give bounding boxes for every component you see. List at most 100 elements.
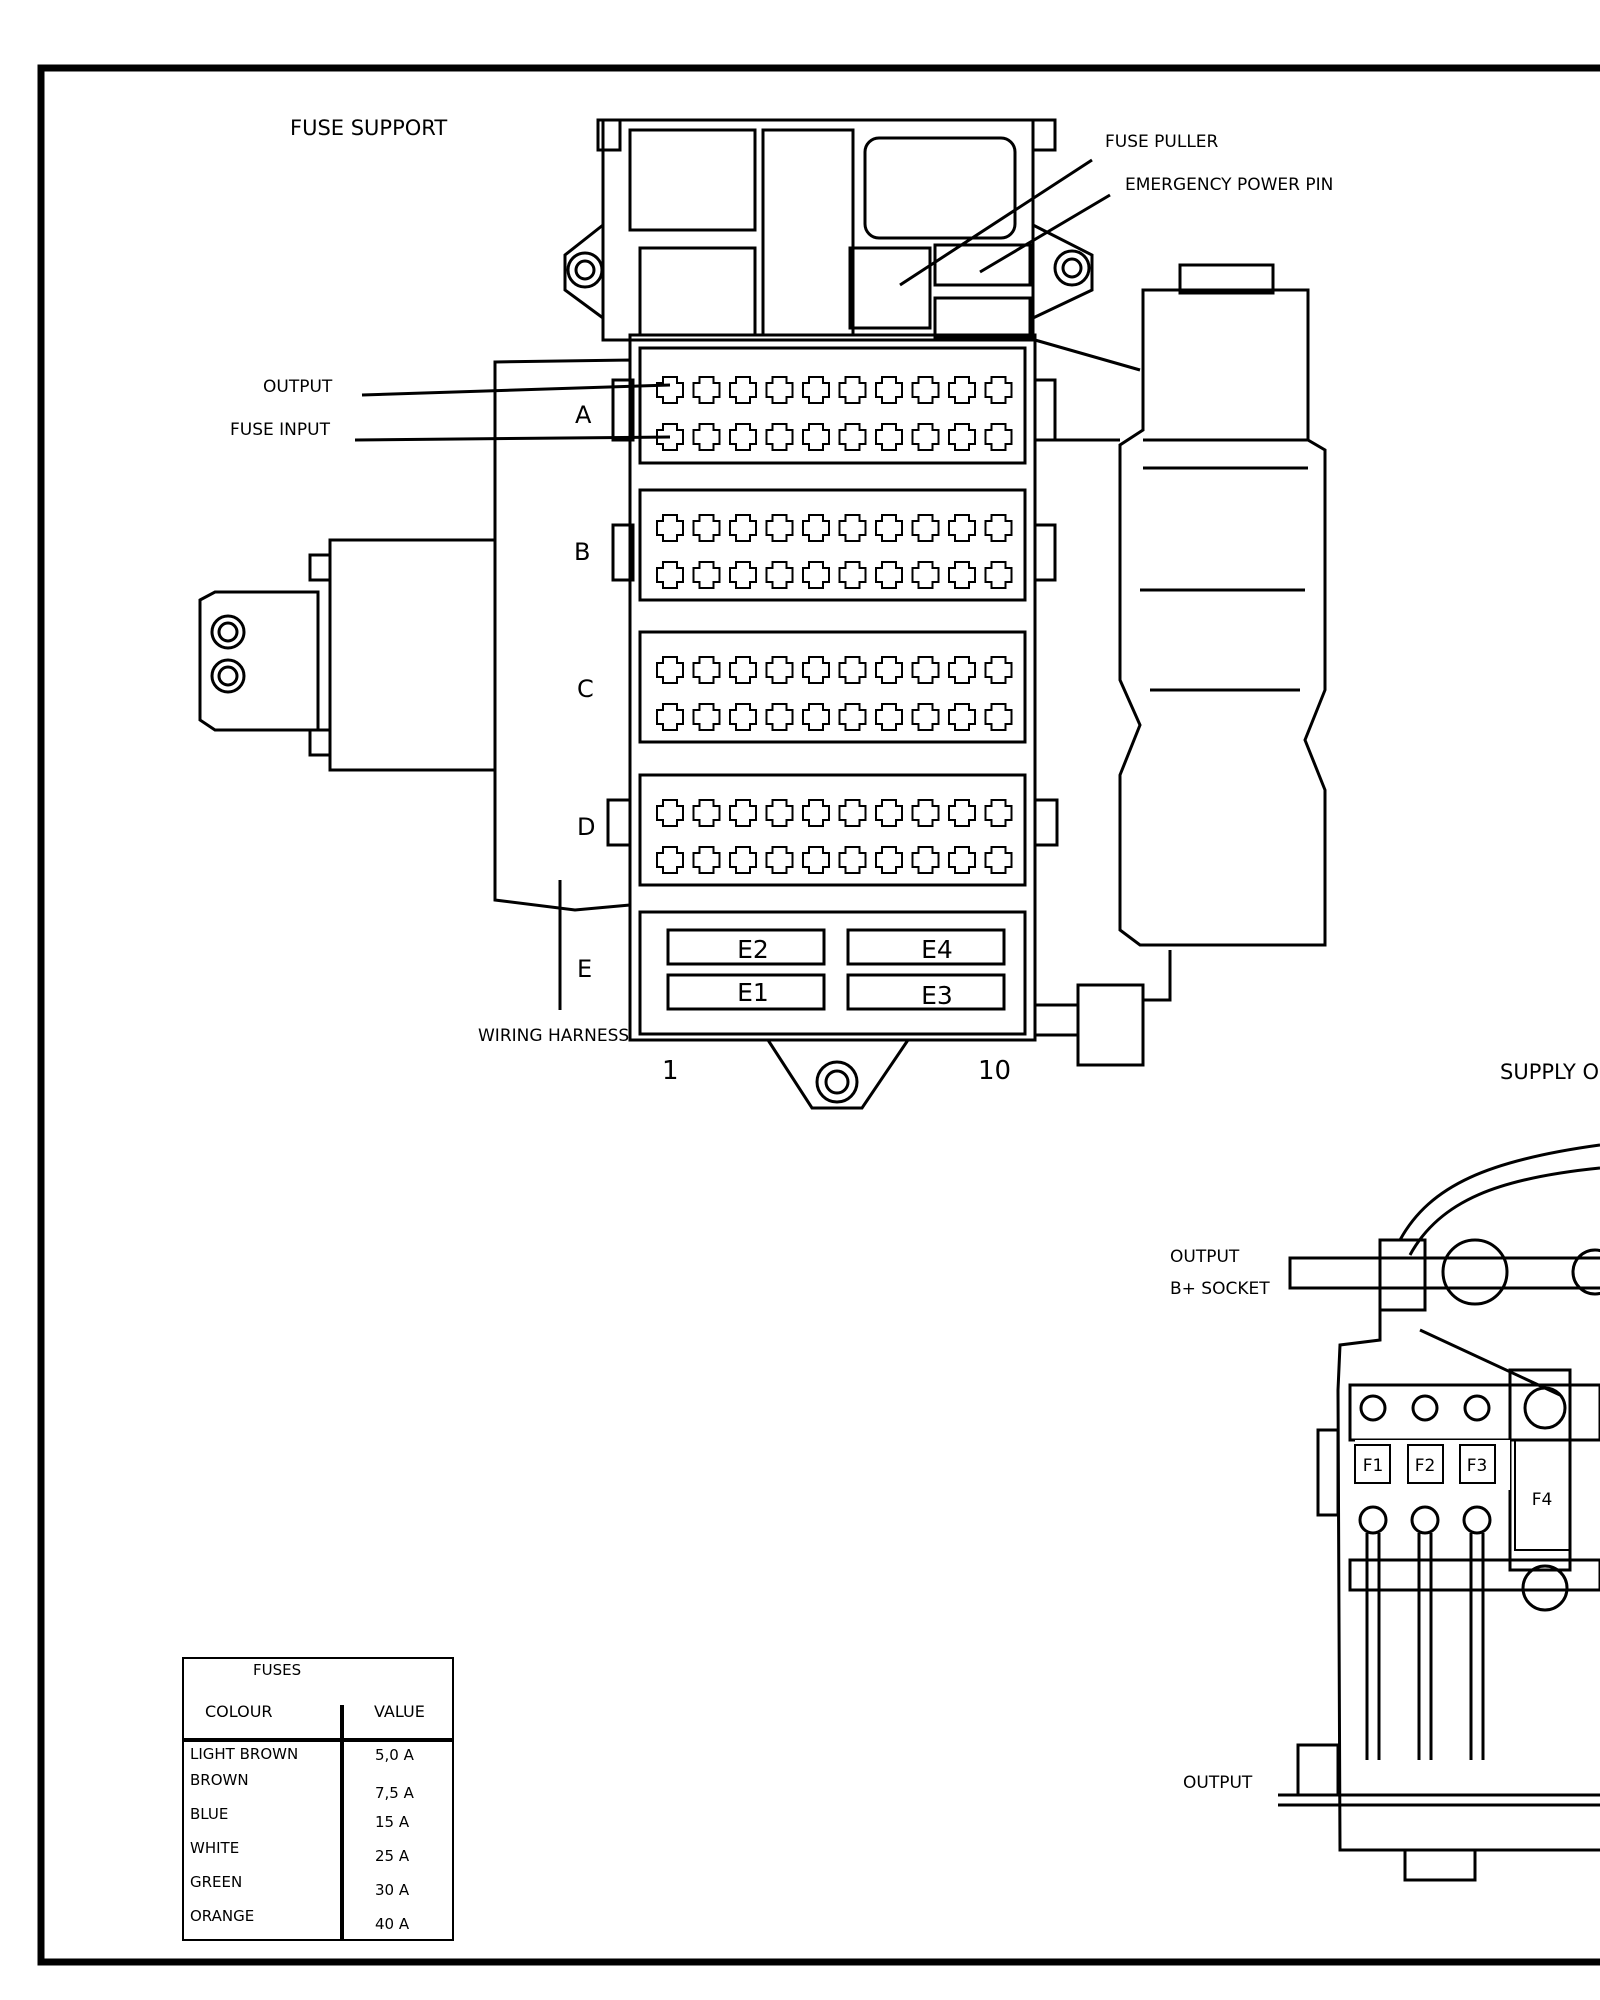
supply-drawing — [1278, 1143, 1600, 1882]
fuse-slot — [802, 656, 830, 684]
row-label-a: A — [575, 401, 592, 429]
terminal-eyelet — [1410, 1505, 1440, 1535]
fuse-slot — [875, 703, 903, 731]
fuse-slot — [729, 423, 757, 451]
fuse-e2-label: E2 — [737, 935, 769, 964]
fuse-colour-cell: WHITE — [190, 1839, 239, 1857]
fuse-slot — [838, 656, 867, 684]
fuse-slot — [984, 423, 1013, 451]
fuse-value-cell: 5,0 A — [375, 1746, 415, 1764]
fuse-table-header-colour: COLOUR — [205, 1702, 273, 1721]
fuse-slot — [948, 376, 976, 404]
fuse-slot — [656, 703, 684, 731]
fuse-puller-label: FUSE PULLER — [1105, 132, 1219, 152]
fuse-slot — [984, 514, 1013, 542]
fuse-slot — [656, 514, 684, 542]
fuse-slot — [984, 376, 1013, 404]
fuse-slot — [838, 423, 867, 451]
row-label-b: B — [574, 538, 590, 566]
fuse-slot — [729, 703, 757, 731]
terminal-lead — [1365, 1533, 1381, 1760]
fuse-slot — [911, 514, 940, 542]
fuse-slot — [948, 799, 976, 827]
fuse-slot — [802, 799, 830, 827]
supply-fuse-boxes — [1354, 1439, 1571, 1551]
fuse-slot — [911, 656, 940, 684]
fuse-slot — [911, 846, 940, 874]
row-e-fuses — [666, 928, 1006, 1011]
supply-title: SUPPLY O — [1500, 1060, 1599, 1084]
fuse-slot-grid — [656, 376, 1013, 874]
fuse-slot — [692, 656, 721, 684]
fuse-slot — [729, 376, 757, 404]
fuse-slot — [875, 656, 903, 684]
fuse-slot — [984, 846, 1013, 874]
fuse-slot — [911, 561, 940, 589]
terminal-nut — [1411, 1394, 1439, 1422]
terminal-eyelet — [1358, 1505, 1388, 1535]
fuse-slot — [802, 703, 830, 731]
fuse-slot — [984, 561, 1013, 589]
fuse-slot — [948, 561, 976, 589]
fuse-e3-label: E3 — [921, 981, 953, 1010]
fuse-slot — [802, 846, 830, 874]
fuse-slot — [765, 561, 794, 589]
fuse-input-label: FUSE INPUT — [230, 420, 331, 440]
fuse-slot — [729, 799, 757, 827]
fuse-slot — [875, 846, 903, 874]
fuse-f2-label: F2 — [1415, 1456, 1436, 1476]
terminal-nut — [1359, 1394, 1387, 1422]
terminal-eyelet — [1462, 1505, 1492, 1535]
fuse-slot — [875, 799, 903, 827]
page-border — [37, 64, 1600, 1966]
fuse-f4-label: F4 — [1532, 1490, 1553, 1510]
fuse-slot — [802, 423, 830, 451]
fuse-slot — [875, 376, 903, 404]
fuse-slot — [656, 799, 684, 827]
fuse-slot — [838, 846, 867, 874]
fuse-slot — [802, 514, 830, 542]
fuse-slot — [802, 561, 830, 589]
row-label-d: D — [577, 813, 595, 841]
fuse-slot — [656, 561, 684, 589]
fuse-slot — [692, 799, 721, 827]
terminal-lead — [1417, 1533, 1433, 1760]
b-plus-socket-label: B+ SOCKET — [1170, 1279, 1270, 1299]
fuse-slot — [729, 514, 757, 542]
fuse-slot — [692, 703, 721, 731]
fuse-slot — [765, 376, 794, 404]
fuse-slot — [765, 799, 794, 827]
fuse-slot — [692, 514, 721, 542]
terminal-eyelet — [1521, 1564, 1569, 1612]
fuse-colour-cell: GREEN — [190, 1873, 242, 1891]
fuse-colour-cell: LIGHT BROWN — [190, 1745, 298, 1763]
fuse-f1-label: F1 — [1363, 1456, 1384, 1476]
fuse-f3-label: F3 — [1467, 1456, 1488, 1476]
fuse-slot — [948, 846, 976, 874]
fuse-colour-cell: BLUE — [190, 1805, 228, 1823]
fuse-table — [182, 1657, 454, 1941]
fuse-slot — [948, 656, 976, 684]
callout-lines — [354, 158, 1111, 442]
fuse-value-cell: 30 A — [375, 1881, 410, 1899]
fuse-table-header-value: VALUE — [374, 1702, 425, 1721]
fuse-slot — [692, 846, 721, 874]
fuse-slot — [729, 846, 757, 874]
fuse-slot — [656, 376, 684, 404]
fuse-slot — [911, 703, 940, 731]
fuse-slot — [765, 514, 794, 542]
fuse-slot — [838, 376, 867, 404]
fuse-slot — [948, 423, 976, 451]
fuse-slot — [838, 514, 867, 542]
fuse-slot — [765, 656, 794, 684]
supply-bottom-output-label: OUTPUT — [1183, 1773, 1253, 1793]
fuse-colour-cell: BROWN — [190, 1771, 249, 1789]
terminal-nut — [1523, 1386, 1567, 1430]
fuse-slot — [729, 656, 757, 684]
fuse-e1-label: E1 — [737, 978, 769, 1007]
fuse-support-title: FUSE SUPPORT — [290, 116, 447, 140]
fuse-slot — [984, 703, 1013, 731]
fuse-value-cell: 40 A — [375, 1915, 410, 1933]
fuse-value-cell: 15 A — [375, 1813, 410, 1831]
fuse-slot — [765, 846, 794, 874]
